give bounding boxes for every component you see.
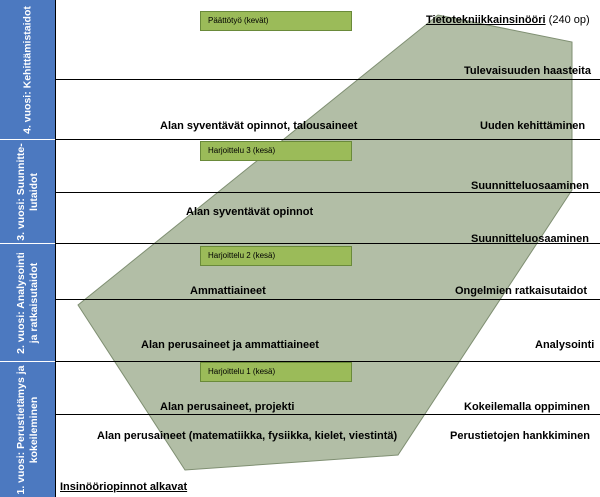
- grid-line: [55, 79, 600, 80]
- skill-design-2: Suunnitteluosaaminen: [471, 233, 589, 245]
- course-year3: Alan syventävät opinnot: [186, 206, 314, 218]
- grid-vertical-line: [55, 0, 56, 497]
- grid-line: [55, 139, 600, 140]
- thesis-box: Päättötyö (kevät): [200, 11, 352, 31]
- course-year4: Alan syventävät opinnot, talousaineet: [160, 120, 358, 132]
- skill-basic-knowledge: Perustietojen hankkiminen: [450, 430, 590, 442]
- year-band-2: 2. vuosi: Analysointi ja ratkaisutaidot: [0, 244, 55, 362]
- internship-1-box: Harjoittelu 1 (kesä): [200, 362, 352, 382]
- degree-title: Tietotekniikkainsinööri (240 op): [426, 14, 590, 27]
- skill-developing-new: Uuden kehittäminen: [480, 120, 586, 132]
- year-band-4: 4. vuosi: Kehittämistaidot: [0, 0, 55, 140]
- degree-credits: (240 op): [548, 14, 590, 26]
- year-band-1: 1. vuosi: Perustietämys ja kokeileminen: [0, 362, 55, 497]
- grid-line: [55, 192, 600, 193]
- internship-3-box: Harjoittelu 3 (kesä): [200, 141, 352, 161]
- grid-line: [55, 299, 600, 300]
- skill-problem-solving: Ongelmien ratkaisutaidot: [455, 285, 588, 297]
- skill-learning-by-trying: Kokeilemalla oppiminen: [464, 401, 590, 413]
- course-year1-upper: Alan perusaineet, projekti: [160, 401, 295, 413]
- degree-name: Tietotekniikkainsinööri: [426, 14, 546, 26]
- year-band-3: 3. vuosi: Suunnitte- lutaidot: [0, 140, 55, 244]
- start-label: Insinööriopinnot alkavat: [60, 481, 188, 493]
- course-year2-upper: Ammattiaineet: [190, 285, 266, 297]
- skill-future-challenges: Tulevaisuuden haasteita: [464, 65, 591, 77]
- progress-arrow-shape: [77, 14, 573, 471]
- skill-analysis: Analysointi: [535, 339, 595, 351]
- grid-line: [55, 414, 600, 415]
- grid-line: [55, 243, 600, 244]
- course-year1-lower: Alan perusaineet (matematiikka, fysiikka…: [97, 430, 398, 442]
- internship-2-box: Harjoittelu 2 (kesä): [200, 246, 352, 266]
- grid-line: [55, 361, 600, 362]
- course-year2-lower: Alan perusaineet ja ammattiaineet: [141, 339, 319, 351]
- skill-design-1: Suunnitteluosaaminen: [471, 180, 589, 192]
